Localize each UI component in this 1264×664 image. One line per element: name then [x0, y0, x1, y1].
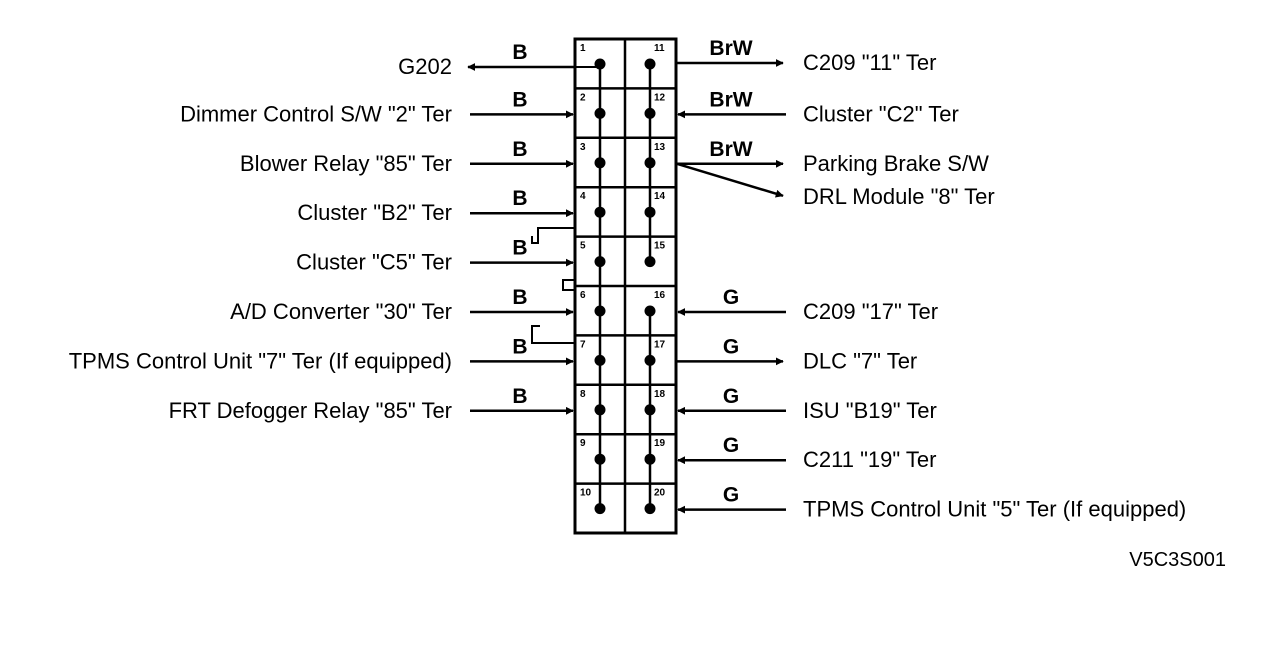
wire-color-code: BrW [709, 37, 752, 60]
right-wire-pin-11: BrW C209 "11" Ter [676, 37, 936, 75]
wire-color-code: B [512, 187, 527, 210]
pin-dot [644, 107, 656, 119]
pin-number: 10 [580, 488, 592, 499]
pin-number: 16 [654, 290, 666, 301]
right-wire-pin-16: G C209 "17" Ter [677, 286, 938, 324]
wire-color-code: B [512, 138, 527, 161]
wire-destination-label: C209 "11" Ter [803, 50, 936, 75]
pin-number: 7 [580, 339, 586, 350]
pin-dot [594, 107, 606, 119]
wire-destination-label: A/D Converter "30" Ter [230, 299, 452, 324]
wire-color-code: B [512, 237, 527, 260]
wire-destination-label: FRT Defogger Relay "85" Ter [169, 398, 452, 423]
pin-dot [644, 305, 656, 317]
pin-number: 14 [654, 191, 666, 202]
wire-color-code: G [723, 484, 739, 507]
pin-dot [644, 404, 656, 416]
wire-destination-label: Cluster "C2" Ter [803, 101, 959, 126]
wire-color-code: G [723, 434, 739, 457]
wire-color-code: B [512, 335, 527, 358]
left-wire-pin-2: B Dimmer Control S/W "2" Ter [180, 88, 574, 126]
left-wire-pin-5: B Cluster "C5" Ter [296, 237, 574, 275]
pin-number: 20 [654, 488, 666, 499]
wire-color-code: B [512, 88, 527, 111]
left-wire-pin-3: B Blower Relay "85" Ter [240, 138, 574, 176]
wire-color-code: BrW [709, 138, 752, 161]
jumper-lines [531, 227, 575, 344]
jumper-6-7 [531, 325, 575, 344]
pin-number: 3 [580, 142, 586, 153]
wire-color-code: B [512, 286, 527, 309]
pin-number: 8 [580, 389, 586, 400]
wire-destination-label: TPMS Control Unit "5" Ter (If equipped) [803, 497, 1186, 522]
right-wire-pin-17: G DLC "7" Ter [676, 335, 917, 373]
left-wire-pin-7: B TPMS Control Unit "7" Ter (If equipped) [69, 335, 574, 373]
wire-color-code: G [723, 286, 739, 309]
pin-dot [644, 157, 656, 169]
pin-number: 5 [580, 241, 586, 252]
wire-destination-label: G202 [398, 54, 452, 79]
left-wire-pin-4: B Cluster "B2" Ter [297, 187, 574, 225]
wire-color-code: B [512, 385, 527, 408]
pin-dot [644, 256, 656, 268]
pin-number: 1 [580, 43, 586, 54]
pin-dot [644, 354, 656, 366]
pin-number: 6 [580, 290, 586, 301]
pin-dot [644, 206, 656, 218]
pin-dot [594, 404, 606, 416]
wire-destination-label: Cluster "B2" Ter [297, 200, 452, 225]
pin-number: 11 [654, 43, 665, 54]
jumper-5-6 [562, 279, 575, 291]
wire-color-code: G [723, 335, 739, 358]
pin-dot [594, 157, 606, 169]
right-wire-pin-20: G TPMS Control Unit "5" Ter (If equipped) [677, 484, 1186, 522]
figure-code: V5C3S001 [1129, 549, 1226, 571]
left-wire-pin-6: B A/D Converter "30" Ter [230, 286, 574, 324]
wire-destination-label: C209 "17" Ter [803, 299, 938, 324]
wire-color-code: G [723, 385, 739, 408]
pin-dot [644, 58, 656, 70]
wire-destination-label: Blower Relay "85" Ter [240, 151, 452, 176]
wire-color-code: BrW [709, 88, 752, 111]
jumper-4-5 [531, 227, 575, 244]
wire-destination-label: TPMS Control Unit "7" Ter (If equipped) [69, 348, 452, 373]
left-wire-pin-8: B FRT Defogger Relay "85" Ter [169, 385, 574, 423]
pin-dot [594, 354, 606, 366]
pin-number: 19 [654, 438, 666, 449]
pin-dot [594, 256, 606, 268]
wire-destination-label: C211 "19" Ter [803, 447, 936, 472]
pin-dot [594, 453, 606, 465]
wire-destination-label: ISU "B19" Ter [803, 398, 937, 423]
wire-destination-label: DLC "7" Ter [803, 348, 917, 373]
wire-destination-label: DRL Module "8" Ter [803, 184, 995, 209]
right-wire-pin-18: G ISU "B19" Ter [677, 385, 937, 423]
wire-destination-label: Cluster "C5" Ter [296, 250, 452, 275]
pin-number: 2 [580, 92, 586, 103]
pin-dot [594, 206, 606, 218]
pin-number: 17 [654, 339, 666, 350]
pin-dot [644, 453, 656, 465]
wire-destination-label: Dimmer Control S/W "2" Ter [180, 101, 452, 126]
pin-number: 18 [654, 389, 666, 400]
pin-number: 4 [580, 191, 586, 202]
wire-color-code: B [512, 41, 527, 64]
pin-number: 13 [654, 142, 666, 153]
pin-number: 15 [654, 241, 666, 252]
pin-dot [594, 503, 606, 515]
wire-branch-arrow [676, 162, 784, 198]
left-wire-pin-1: B G202 [398, 41, 575, 79]
right-wire-pin-19: G C211 "19" Ter [677, 434, 936, 472]
pin-dot [594, 305, 606, 317]
pin-number: 12 [654, 92, 666, 103]
pin-dot [644, 503, 656, 515]
pin-number: 9 [580, 438, 586, 449]
right-wire-pin-12: BrW Cluster "C2" Ter [677, 88, 959, 126]
wire-destination-label: Parking Brake S/W [803, 151, 989, 176]
right-wire-pin-13: BrW Parking Brake S/W DRL Module "8" Ter [676, 138, 995, 209]
